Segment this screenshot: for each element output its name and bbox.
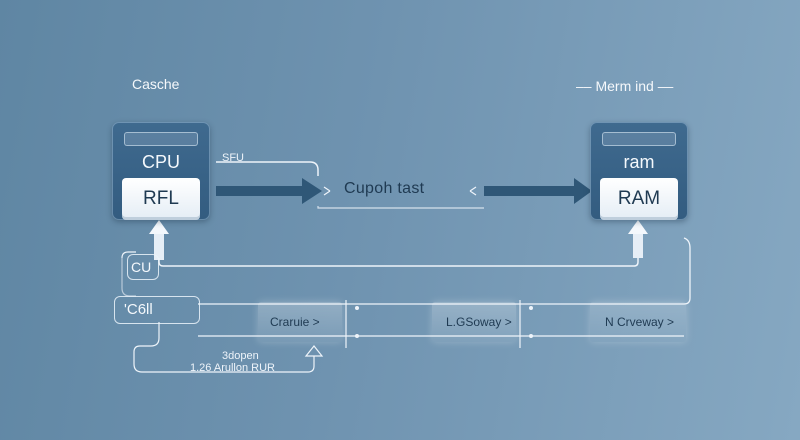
ram-up-arrow [628, 220, 648, 258]
cu-box[interactable] [127, 254, 159, 280]
cpu-up-arrow [149, 220, 169, 260]
right-bus-arrow [484, 178, 592, 204]
ram-slot [602, 132, 676, 146]
ram-title: ram [623, 152, 655, 172]
ram-card[interactable]: ram RAM [590, 122, 688, 220]
cu-label: CU [131, 259, 152, 275]
ram-block[interactable]: RAM [600, 178, 678, 220]
cell-label: 'C6ll [124, 301, 153, 318]
left-bus-arrow [216, 178, 322, 204]
cell-box[interactable] [114, 296, 200, 324]
gsoway-label: L.GSoway > [446, 315, 512, 329]
crveway-segment[interactable] [590, 302, 686, 342]
cache-label: Casche [132, 76, 180, 92]
cpu-title: CPU [141, 152, 180, 172]
bus-label: Cupoh tast [344, 180, 425, 197]
sfu-label: SFU [222, 152, 244, 164]
memory-label: –– Merm ind –– [576, 78, 674, 94]
craule-segment[interactable] [258, 302, 342, 342]
crveway-label: N Crveway > [605, 315, 675, 329]
cpu-register-file[interactable]: RFL [122, 178, 200, 220]
note-line-2: 1.26 Arullon RUR [190, 362, 275, 374]
note-line-1: 3dopen [222, 350, 259, 362]
cpu-card[interactable]: CPU RFL [112, 122, 210, 220]
cpu-slot [124, 132, 198, 146]
gsoway-segment[interactable] [432, 302, 516, 342]
craule-label: Craruie > [270, 315, 320, 329]
